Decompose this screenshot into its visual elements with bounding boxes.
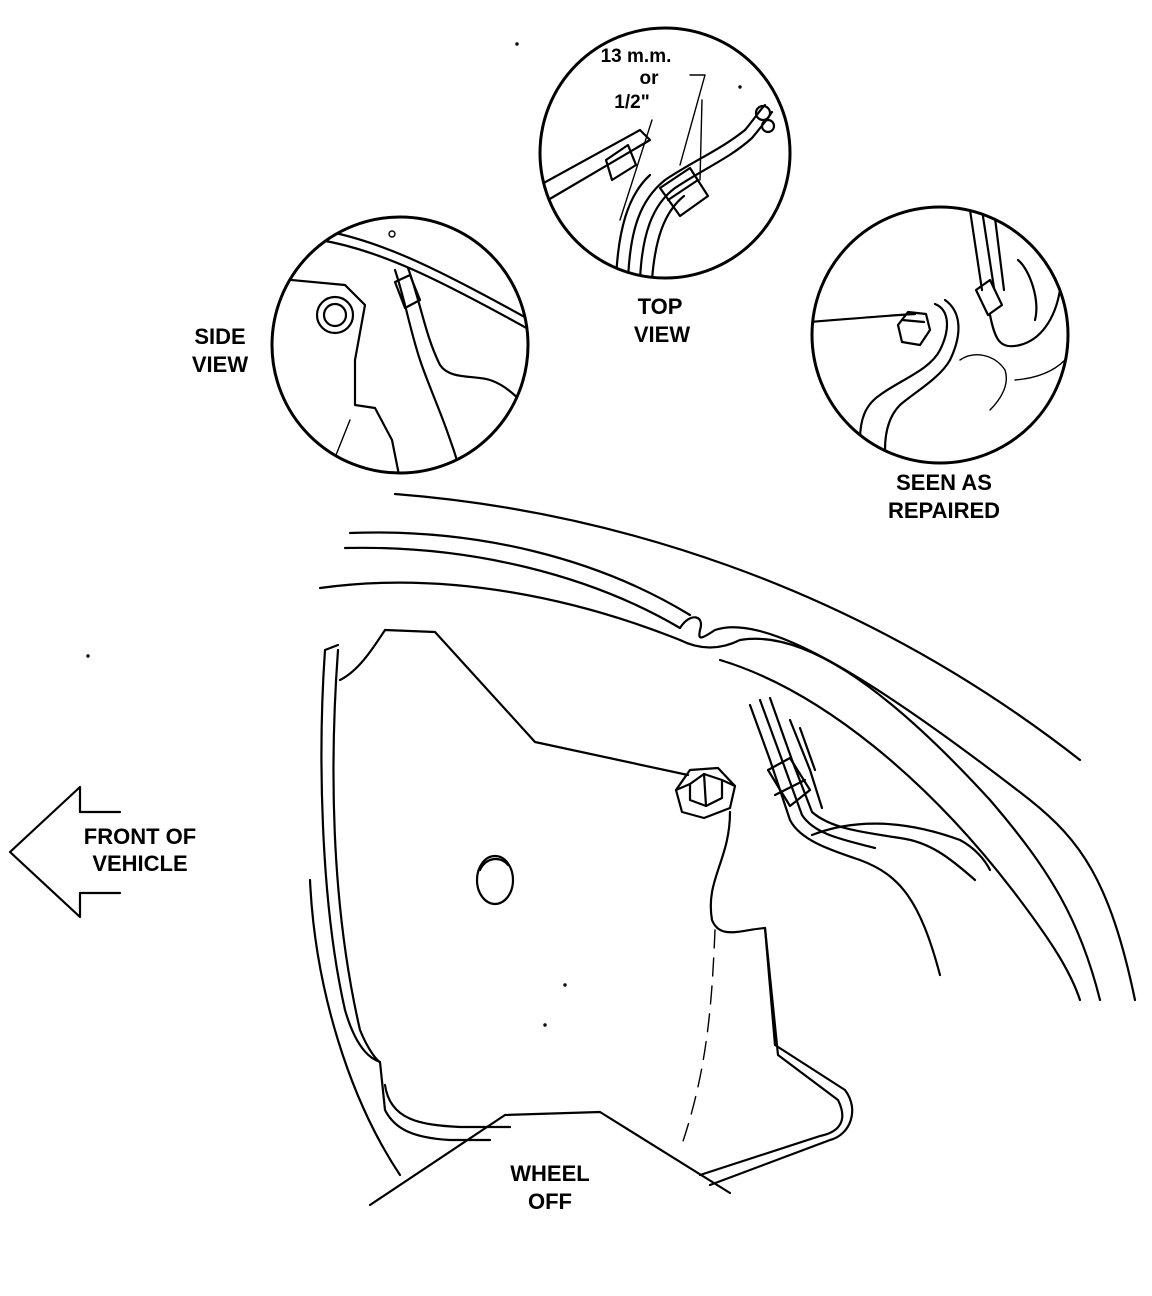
fender-lip-notch-inner (678, 637, 1102, 1002)
side-view-label-line2: VIEW (192, 352, 248, 377)
splash-shield-left-flange-inner (332, 648, 382, 1064)
top-view-label-line1: TOP (638, 294, 683, 319)
side-view-label-line1: SIDE (194, 324, 245, 349)
retaining-nut (674, 766, 737, 820)
fender-line-3 (318, 581, 682, 642)
splash-shield-lower-edge (308, 878, 402, 1177)
repaired-label-line2: REPAIRED (888, 498, 1000, 523)
wheel-off-label-line1: WHEEL (510, 1161, 589, 1186)
splash-shield-bottom-flange (383, 1083, 512, 1129)
front-label-line2: VEHICLE (92, 851, 187, 876)
splash-shield-right-edge (708, 810, 854, 1187)
fender-line-1 (348, 531, 692, 617)
splash-shield-left-flange (320, 643, 492, 1142)
fender-lip-notch (678, 616, 1137, 1002)
wheel-hub-outline (368, 1110, 732, 1207)
arrow-outline (8, 785, 122, 919)
main-view (308, 492, 1137, 1207)
fender-line-outer (393, 492, 1082, 762)
repaired-detail: SEEN AS REPAIRED (810, 205, 1070, 523)
measurement-label-line2: or (640, 68, 660, 89)
fender-inner-edge (718, 658, 1082, 1002)
front-label-line1: FRONT OF (84, 824, 196, 849)
side-view-circle (270, 215, 530, 475)
grommet-hole (475, 854, 515, 906)
measurement-label-line1: 13 m.m. (601, 46, 672, 67)
splash-shield-outline (338, 628, 690, 777)
repaired-circle (810, 205, 1070, 465)
repaired-label-line1: SEEN AS (896, 470, 992, 495)
fender-line-2 (343, 546, 682, 630)
wheel-off-label-line2: OFF (528, 1189, 572, 1214)
side-view-detail: SIDE VIEW (192, 215, 530, 475)
top-view-label-line2: VIEW (634, 322, 690, 347)
top-view-circle (538, 26, 792, 280)
splash-shield-dashed-line (679, 929, 716, 1151)
brake-lines (748, 696, 992, 977)
measurement-label-line3: 1/2" (614, 92, 649, 113)
top-view-detail: 13 m.m. or 1/2" TOP VIEW (538, 26, 792, 347)
front-of-vehicle-arrow: FRONT OF VEHICLE (8, 785, 196, 919)
splash-shield-right-flange (698, 926, 844, 1177)
